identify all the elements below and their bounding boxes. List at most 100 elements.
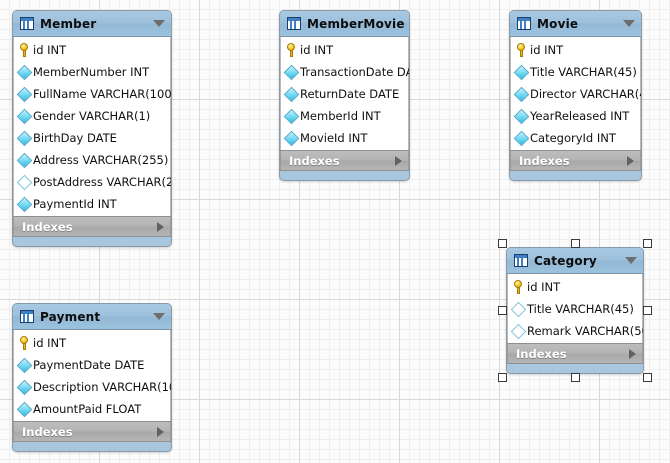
column-row[interactable]: PostAddress VARCHAR(255) [14, 171, 172, 193]
selection-handles-category [498, 239, 652, 382]
column-icon [16, 357, 33, 373]
column-row[interactable]: MovieId INT [281, 127, 408, 149]
column-row[interactable]: Gender VARCHAR(1) [14, 105, 170, 127]
column-row[interactable]: Description VARCHAR(100) [14, 376, 171, 398]
chevron-right-icon[interactable] [629, 348, 636, 359]
indexes-section-membermovie[interactable]: Indexes [280, 150, 409, 171]
table-figure-membermovie[interactable]: MemberMovie id INT TransactionDate DATE Ret… [279, 10, 410, 181]
primary-key-icon [19, 336, 30, 350]
column-row[interactable]: ReturnDate DATE [281, 83, 408, 105]
column-row[interactable]: Address VARCHAR(255) [14, 149, 170, 171]
column-icon [513, 86, 530, 102]
column-row[interactable]: YearReleased INT [511, 105, 640, 127]
resize-handle-w[interactable] [498, 306, 507, 315]
indexes-section-payment[interactable]: Indexes [13, 421, 171, 442]
column-label: YearReleased INT [530, 109, 630, 123]
table-footer [510, 171, 641, 180]
chevron-down-icon[interactable] [625, 257, 637, 264]
column-label: PaymentDate DATE [33, 358, 145, 372]
chevron-right-icon[interactable] [157, 221, 164, 232]
column-label: ReturnDate DATE [300, 87, 400, 101]
column-row[interactable]: MemberNumber INT [14, 61, 170, 83]
nullable-column-icon [16, 174, 33, 190]
column-icon [283, 64, 300, 80]
chevron-right-icon[interactable] [157, 426, 164, 437]
chevron-right-icon[interactable] [627, 155, 634, 166]
column-row[interactable]: FullName VARCHAR(100) [14, 83, 172, 105]
column-row[interactable]: Director VARCHAR(45) [511, 83, 641, 105]
table-title: Category [534, 253, 597, 268]
resize-handle-s[interactable] [570, 373, 580, 382]
resize-handle-nw[interactable] [498, 239, 507, 248]
chevron-down-icon[interactable] [623, 20, 635, 27]
column-row[interactable]: Title VARCHAR(45) [511, 61, 640, 83]
column-row[interactable]: Remark VARCHAR(500) [508, 320, 643, 342]
table-figure-movie[interactable]: Movie id INT Title VARCHAR(45) Director VAR… [509, 10, 642, 181]
resize-handle-e[interactable] [643, 306, 652, 315]
table-figure-payment[interactable]: Payment id INT PaymentDate DATE Description… [12, 303, 172, 452]
column-icon [16, 379, 33, 395]
column-row[interactable]: id INT [281, 39, 408, 61]
resize-handle-sw[interactable] [498, 373, 507, 382]
column-label: PaymentId INT [33, 197, 117, 211]
table-header-payment[interactable]: Payment [13, 304, 171, 330]
table-figure-member[interactable]: Member id INT MemberNumber INT FullName VAR… [12, 10, 172, 247]
resize-handle-n[interactable] [570, 239, 580, 248]
column-row[interactable]: AmountPaid FLOAT [14, 398, 170, 420]
column-label: CategoryId INT [530, 131, 616, 145]
column-row[interactable]: id INT [14, 332, 170, 354]
column-row[interactable]: id INT [14, 39, 170, 61]
column-row[interactable]: id INT [511, 39, 640, 61]
column-icon [283, 86, 300, 102]
column-row[interactable]: MemberId INT [281, 105, 408, 127]
chevron-down-icon[interactable] [153, 20, 165, 27]
column-row[interactable]: BirthDay DATE [14, 127, 170, 149]
column-label: MemberId INT [300, 109, 381, 123]
column-label: id INT [300, 43, 334, 57]
column-icon [513, 64, 530, 80]
column-label: id INT [33, 43, 67, 57]
table-footer [280, 171, 409, 180]
indexes-section-member[interactable]: Indexes [13, 216, 171, 237]
column-label: Address VARCHAR(255) [33, 153, 169, 167]
indexes-label: Indexes [516, 346, 567, 361]
table-columns-movie: id INT Title VARCHAR(45) Director VARCHAR(… [510, 37, 641, 150]
column-row[interactable]: TransactionDate DATE [281, 61, 409, 83]
column-row[interactable]: CategoryId INT [511, 127, 640, 149]
table-header-member[interactable]: Member [13, 11, 171, 37]
table-columns-membermovie: id INT TransactionDate DATE ReturnDate DAT… [280, 37, 409, 150]
table-header-membermovie[interactable]: MemberMovie [280, 11, 409, 37]
column-icon [16, 152, 33, 168]
column-row[interactable]: PaymentId INT [14, 193, 170, 215]
column-row[interactable]: id INT [508, 276, 642, 298]
resize-handle-ne[interactable] [643, 239, 652, 248]
column-label: PostAddress VARCHAR(255) [33, 175, 172, 189]
table-title: Payment [40, 309, 101, 324]
column-label: FullName VARCHAR(100) [33, 87, 172, 101]
column-label: id INT [530, 43, 564, 57]
chevron-down-icon[interactable] [153, 313, 165, 320]
column-label: Director VARCHAR(45) [530, 87, 641, 101]
indexes-label: Indexes [519, 153, 570, 168]
primary-key-icon [286, 43, 297, 57]
column-label: MovieId INT [300, 131, 368, 145]
table-header-category[interactable]: Category [507, 248, 643, 274]
primary-key-icon [19, 43, 30, 57]
indexes-label: Indexes [22, 219, 73, 234]
indexes-section-movie[interactable]: Indexes [510, 150, 641, 171]
column-label: AmountPaid FLOAT [33, 402, 142, 416]
primary-key-icon [513, 280, 524, 294]
column-icon [16, 64, 33, 80]
column-row[interactable]: PaymentDate DATE [14, 354, 170, 376]
table-icon [517, 17, 531, 30]
resize-handle-se[interactable] [643, 373, 652, 382]
column-row[interactable]: Title VARCHAR(45) [508, 298, 642, 320]
primary-key-icon [516, 43, 527, 57]
table-icon [20, 17, 34, 30]
chevron-right-icon[interactable] [395, 155, 402, 166]
column-icon [16, 401, 33, 417]
table-header-movie[interactable]: Movie [510, 11, 641, 37]
indexes-section-category[interactable]: Indexes [507, 343, 643, 364]
